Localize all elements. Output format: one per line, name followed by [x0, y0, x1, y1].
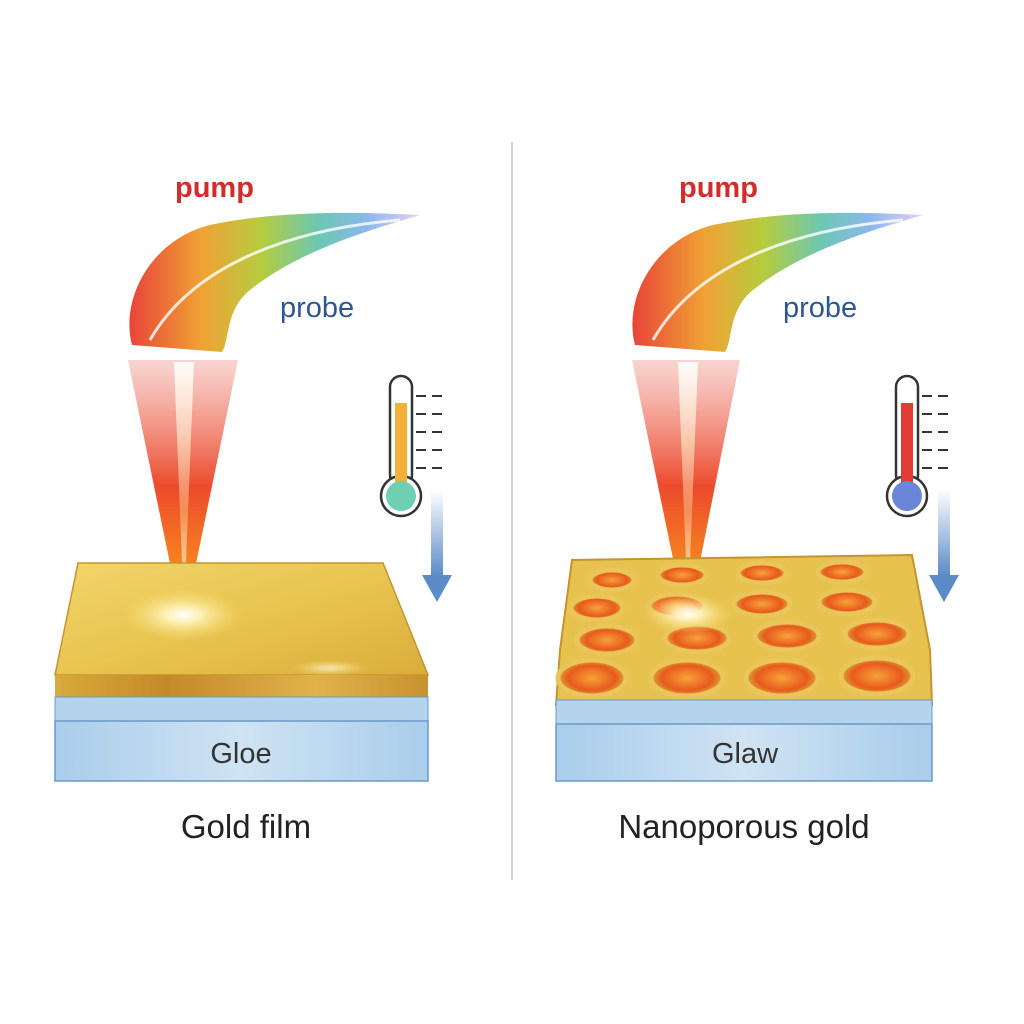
pump-label: pump	[175, 172, 254, 204]
nanoporous-gold-panel: pump probe Glaw Nanoporous gold	[512, 0, 1024, 1024]
probe-label: probe	[280, 292, 355, 324]
panel-caption: Nanoporous gold	[618, 808, 870, 845]
probe-pulse-rainbow-icon	[632, 212, 923, 352]
glass-substrate	[555, 699, 933, 782]
nanoporous-gold-block	[554, 553, 934, 706]
panel-caption: Gold film	[180, 808, 312, 845]
pump-beam-icon	[128, 360, 238, 612]
nanoporous-gold-illustration	[554, 212, 959, 782]
cooling-arrow-down-icon	[929, 490, 959, 602]
gold-film-block	[54, 562, 430, 697]
pump-beam-icon	[632, 360, 740, 612]
probe-pulse-rainbow-icon	[129, 212, 421, 352]
thermometer-icon	[885, 374, 948, 518]
cooling-arrow-down-icon	[422, 490, 452, 602]
glass-substrate	[54, 696, 429, 782]
panel-divider	[511, 142, 513, 880]
gold-film-illustration	[54, 212, 452, 782]
thermometer-icon	[379, 374, 442, 518]
substrate-label: Gloe	[210, 738, 272, 770]
probe-label: probe	[783, 292, 858, 324]
pump-label: pump	[679, 172, 758, 204]
substrate-label: Glaw	[711, 738, 779, 770]
gold-film-panel: pump probe Gloe Gold film	[54, 172, 452, 845]
